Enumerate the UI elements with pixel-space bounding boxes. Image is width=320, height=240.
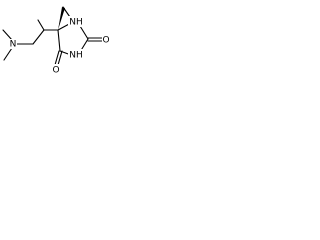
label-bg-nh-top: [68, 16, 84, 27]
label-bg-o-right: [102, 34, 111, 45]
atom-o-carbonyl-right: O: [102, 36, 109, 46]
atom-n-dimethylamino: N: [10, 40, 17, 50]
bond-ch2-ch: [32, 29, 45, 45]
bond-methyl-top-n: [2, 29, 13, 41]
bond-c4-o-a: [54, 50, 60, 66]
label-bg-o-bottom: [52, 64, 61, 75]
label-bg-nh-bottom: [68, 49, 84, 60]
atom-nh-ring-top: NH: [69, 18, 83, 28]
bond-n-methyl-bottom: [3, 47, 13, 61]
atom-o-carbonyl-bottom: O: [52, 66, 59, 76]
label-bg-n: [9, 39, 17, 49]
bond-c4-quaternary: [57, 29, 61, 52]
wedge-bond-ethyl: [58, 7, 65, 30]
bond-c4-o-b: [57, 50, 63, 66]
bond-nh-top-carbonyl: [79, 25, 89, 40]
bond-ch-methyl: [37, 19, 45, 31]
atom-nh-ring-bottom: NH: [69, 51, 83, 61]
structure-diagram: N NH NH O O: [2, 6, 111, 76]
